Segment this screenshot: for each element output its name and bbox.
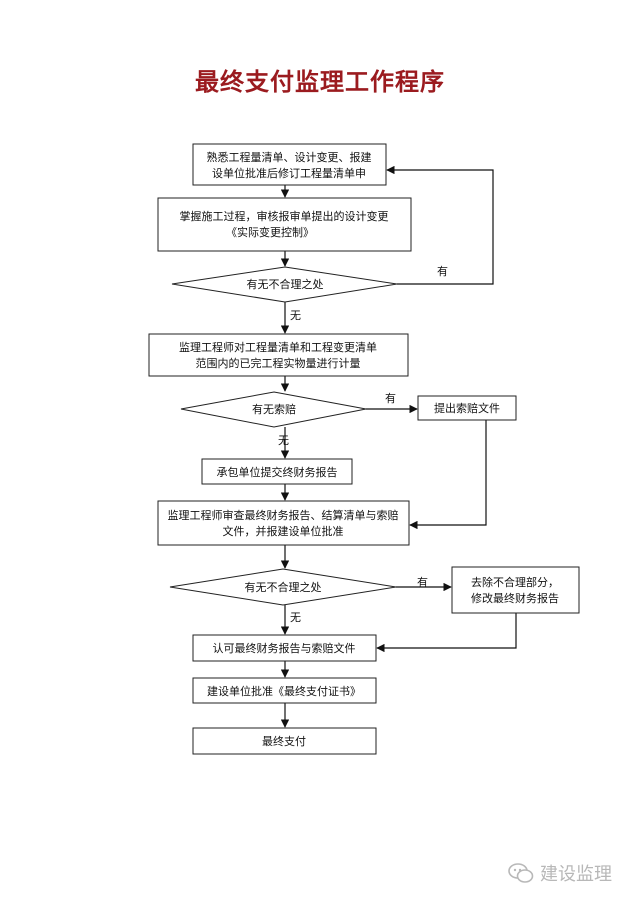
page-title: 最终支付监理工作程序 xyxy=(195,68,445,96)
chat-bubble-icon xyxy=(508,863,534,883)
process-box-n4: 提出索赔文件 xyxy=(417,395,517,421)
process-box-n8: 认可最终财务报告与索赔文件 xyxy=(192,634,377,662)
watermark-text: 建设监理 xyxy=(540,864,612,885)
process-box-n2-line2: 《实际变更控制》 xyxy=(226,225,314,239)
process-box-n5-label: 承包单位提交终财务报告 xyxy=(217,465,338,479)
edge-label-d1-no: 无 xyxy=(290,309,301,322)
process-box-n5: 承包单位提交终财务报告 xyxy=(201,458,353,485)
process-box-n8-label: 认可最终财务报告与索赔文件 xyxy=(213,641,356,655)
process-box-n6-line2: 文件，并报建设单位批准 xyxy=(223,524,344,538)
decision-d2-label: 有无索赔 xyxy=(252,402,296,416)
process-box-n6-line1: 监理工程师审查最终财务报告、结算清单与索赔 xyxy=(168,508,399,522)
process-box-n7-line1: 去除不合理部分， xyxy=(471,575,559,589)
process-box-n4-label: 提出索赔文件 xyxy=(434,401,500,415)
process-box-n6: 监理工程师审查最终财务报告、结算清单与索赔 文件，并报建设单位批准 xyxy=(157,500,410,546)
process-box-n1-line1: 熟悉工程量清单、设计变更、报建 xyxy=(207,150,372,164)
edge-label-d2-no: 无 xyxy=(278,434,289,447)
process-box-n7-line2: 修改最终财务报告 xyxy=(471,591,559,605)
decision-d3-label: 有无不合理之处 xyxy=(245,580,322,594)
edge-label-d1-yes: 有 xyxy=(437,264,448,278)
edge-label-d3-no: 无 xyxy=(290,611,301,624)
process-box-n2: 掌握施工过程，审核报审单提出的设计变更 《实际变更控制》 xyxy=(157,197,412,252)
edge-labels: 有 无 有 无 有 无 xyxy=(278,264,448,624)
decision-d1-label: 有无不合理之处 xyxy=(247,277,324,291)
process-box-n3-line1: 监理工程师对工程量清单和工程变更清单 xyxy=(179,340,377,354)
process-box-n7: 去除不合理部分， 修改最终财务报告 xyxy=(451,566,580,614)
process-box-n1-line2: 设单位批准后修订工程量清单申 xyxy=(212,166,366,180)
edge-label-d3-yes: 有 xyxy=(417,575,428,589)
connectors xyxy=(280,165,517,728)
edge-n7-n8 xyxy=(376,613,517,653)
watermark: 建设监理 xyxy=(508,860,612,886)
edge-n4-n6 xyxy=(409,420,487,530)
decision-diamond-d3: 有无不合理之处 xyxy=(169,568,397,606)
process-box-n3: 监理工程师对工程量清单和工程变更清单 范围内的已完工程实物量进行计量 xyxy=(148,333,409,377)
process-box-n9-label: 建设单位批准《最终支付证书》 xyxy=(207,684,361,698)
process-box-n1: 熟悉工程量清单、设计变更、报建 设单位批准后修订工程量清单申 xyxy=(192,143,387,186)
process-box-n10-label: 最终支付 xyxy=(262,734,306,748)
edge-d1-loop-n1 xyxy=(386,165,494,285)
decision-diamond-d1: 有无不合理之处 xyxy=(171,266,398,303)
edge-label-d2-yes: 有 xyxy=(385,391,396,405)
process-box-n9: 建设单位批准《最终支付证书》 xyxy=(192,677,377,704)
process-box-n10: 最终支付 xyxy=(192,727,377,755)
decision-diamond-d2: 有无索赔 xyxy=(180,391,367,428)
process-box-n3-line2: 范围内的已完工程实物量进行计量 xyxy=(196,356,361,370)
process-box-n2-line1: 掌握施工过程，审核报审单提出的设计变更 xyxy=(180,209,389,223)
